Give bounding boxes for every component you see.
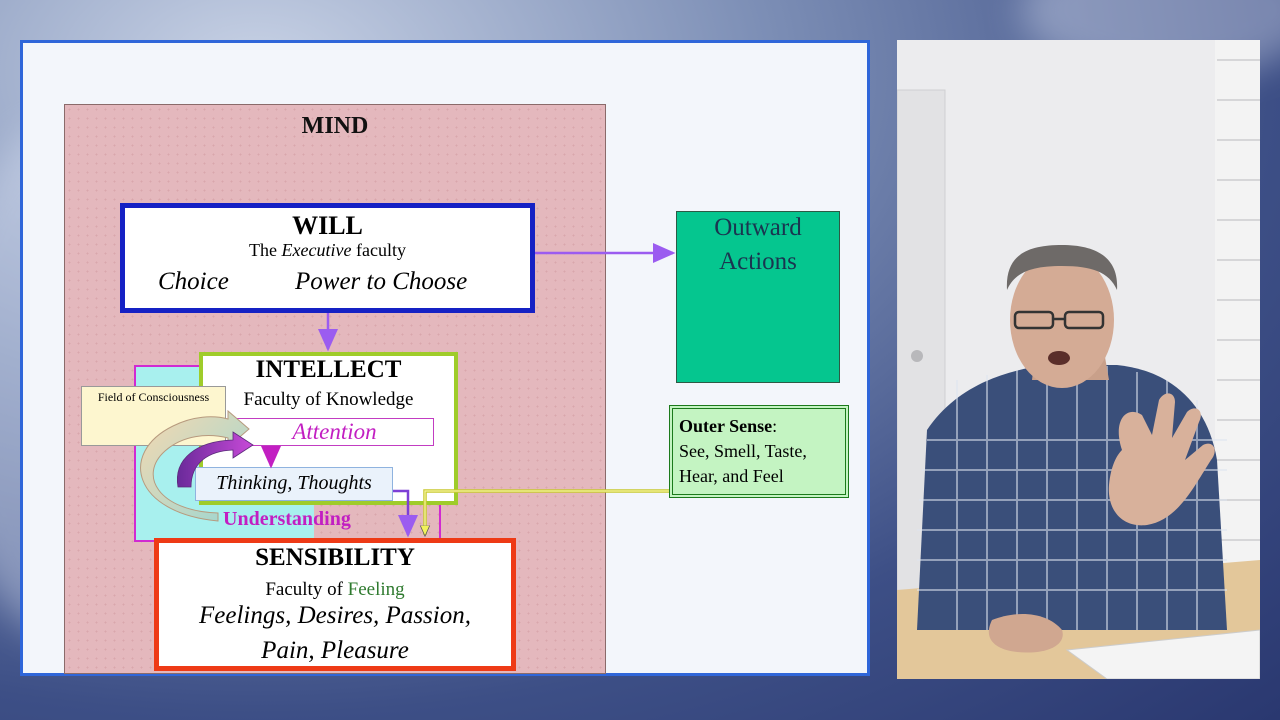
presenter-video <box>897 40 1260 679</box>
sensibility-subtitle-feeling: Feeling <box>347 579 405 600</box>
sensibility-line-2: Pain, Pleasure <box>261 637 409 664</box>
will-box <box>120 203 535 313</box>
sensibility-title: SENSIBILITY <box>255 544 415 571</box>
outer-sense-line-2: Hear, and Feel <box>679 466 784 486</box>
intellect-title: INTELLECT <box>255 356 402 383</box>
sensibility-box <box>154 538 516 671</box>
will-subtitle-executive: Executive <box>281 240 352 260</box>
outward-actions-box <box>676 211 840 383</box>
will-title: WILL <box>292 211 363 240</box>
intellect-subtitle: Faculty of Knowledge <box>243 389 414 410</box>
will-choice: Choice <box>158 268 229 295</box>
sensibility-subtitle-pre: Faculty of <box>265 579 348 600</box>
mind-title: MIND <box>301 113 369 139</box>
outer-sense-line-1: See, Smell, Taste, <box>679 441 807 461</box>
outer-sense-box <box>669 405 849 498</box>
outward-line-1: Outward <box>714 214 802 241</box>
will-power-to-choose: Power to Choose <box>295 268 468 295</box>
slide-panel: MIND WILL The Executive faculty Choice P… <box>20 40 870 676</box>
field-of-consciousness-label: Field of Consciousness <box>97 390 210 404</box>
outer-sense-title: Outer Sense <box>679 416 773 436</box>
outward-line-2: Actions <box>719 248 797 275</box>
presenter-image <box>897 40 1260 679</box>
sensibility-subtitle: Faculty of Feeling <box>154 579 516 601</box>
thinking-label: Thinking, Thoughts <box>216 472 372 494</box>
attention-label: Attention <box>292 419 377 444</box>
attention-box <box>235 418 434 446</box>
will-subtitle-pre: The <box>249 240 282 260</box>
outer-sense-text: Outer Sense: See, Smell, Taste, Hear, an… <box>679 414 845 489</box>
understanding-label: Understanding <box>223 508 351 530</box>
sensibility-line-1: Feelings, Desires, Passion, <box>199 602 471 629</box>
will-subtitle-post: faculty <box>351 240 406 260</box>
outer-sense-colon: : <box>772 416 778 436</box>
will-subtitle: The Executive faculty <box>120 240 535 261</box>
outer-sense-heading: Outer Sense: <box>679 414 845 439</box>
